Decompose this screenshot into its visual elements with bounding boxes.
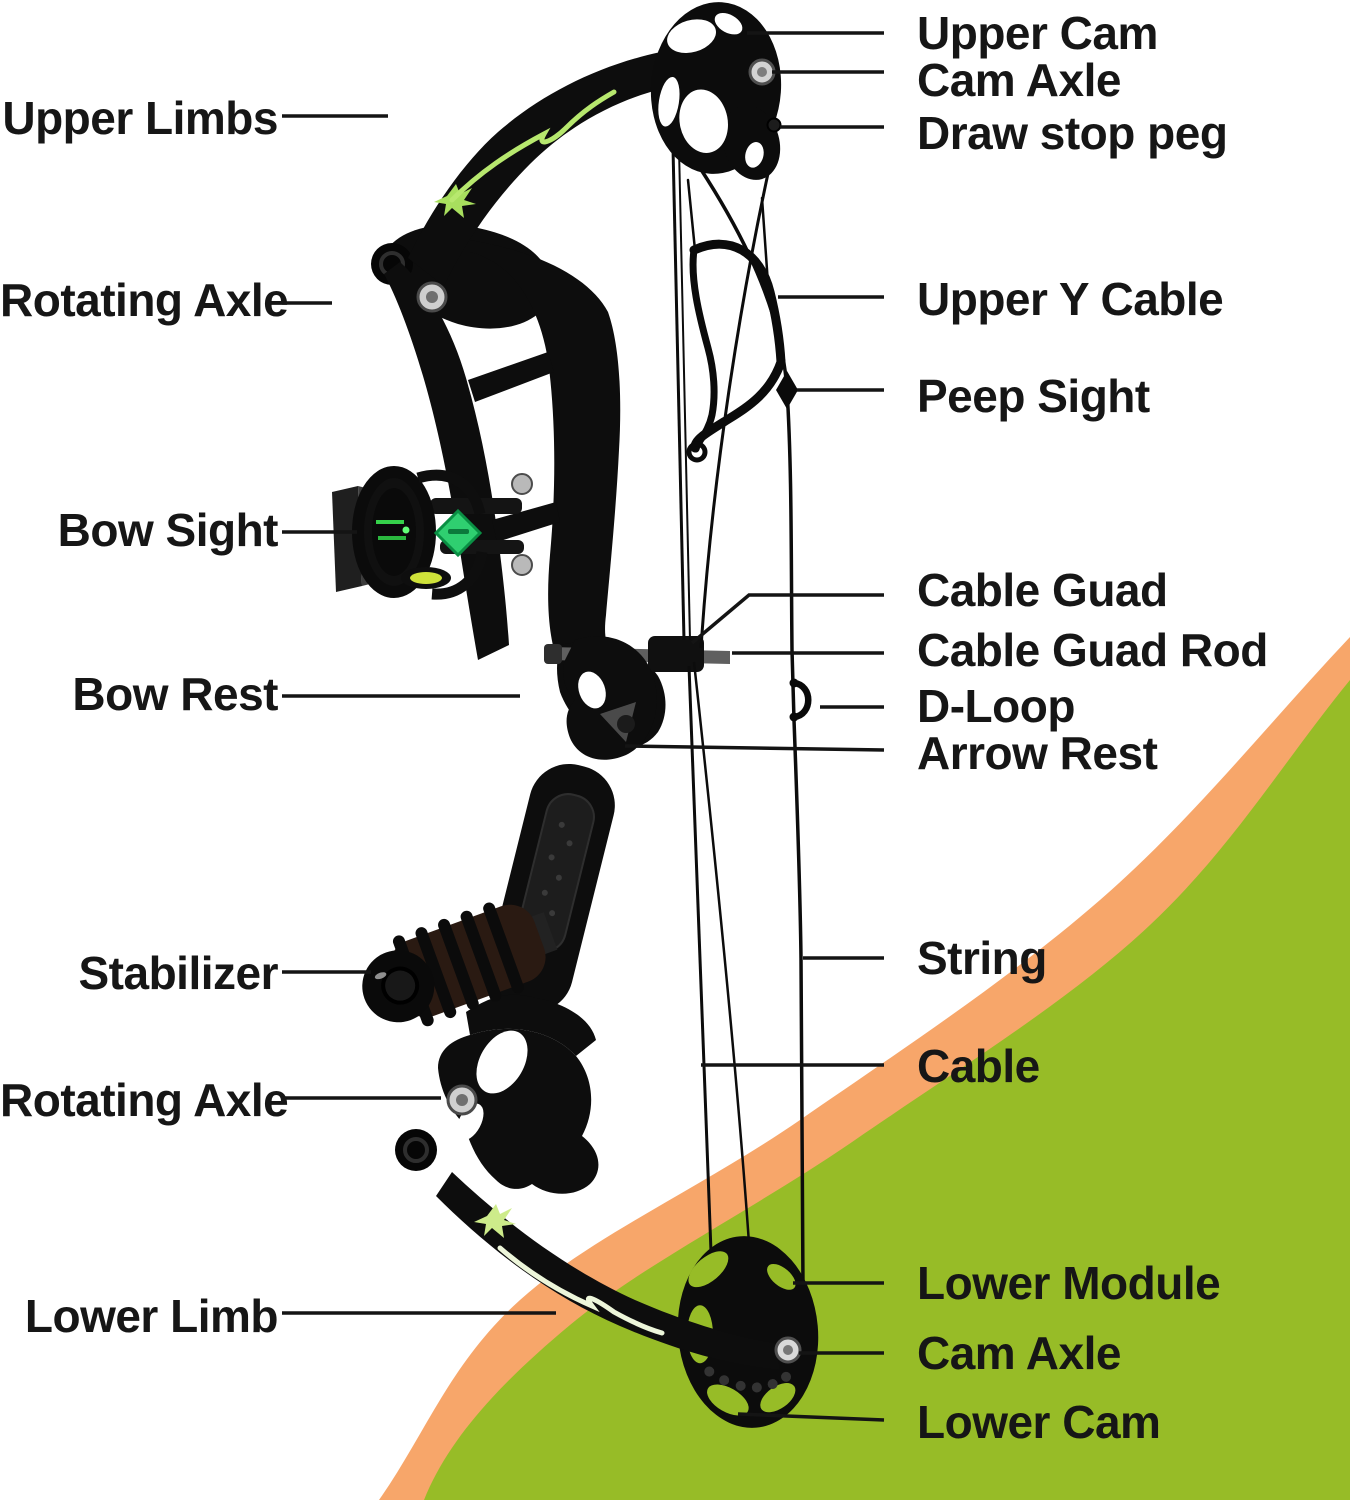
label-arrow-rest: Arrow Rest — [917, 726, 1158, 779]
lower-limb — [436, 1172, 780, 1370]
logo-script — [449, 89, 617, 203]
label-bow-sight: Bow Sight — [57, 503, 279, 556]
leader-cable-guard — [690, 593, 884, 645]
label-lower-cam: Lower Cam — [917, 1395, 1161, 1448]
upper-cam — [650, 2, 782, 180]
cable-line — [687, 665, 713, 1253]
arrow-rest — [563, 636, 657, 760]
cable-guard-rod-cap — [544, 644, 562, 664]
label-rotating-axle-upper: Rotating Axle — [0, 273, 289, 326]
riser-cross-rib — [492, 502, 560, 542]
sight-cage — [416, 469, 488, 600]
string-line — [698, 167, 805, 1288]
swoosh-green-area — [424, 680, 1350, 1500]
lower-cam-cutout — [688, 1251, 729, 1288]
lower-cam-axle-core — [783, 1345, 793, 1355]
label-string: String — [917, 931, 1047, 984]
leader-lower-cam — [737, 1412, 885, 1422]
lower-pivot-disc — [395, 1129, 437, 1171]
riser-right-beam — [470, 240, 621, 668]
stabilizer — [362, 902, 558, 1027]
lower-riser-web — [466, 994, 596, 1056]
lower-cam-cutout — [760, 1383, 796, 1413]
label-bow-rest: Bow Rest — [72, 667, 278, 720]
cable-guard-slide — [648, 636, 704, 672]
label-stabilizer: Stabilizer — [78, 946, 278, 999]
rigging — [671, 147, 805, 1288]
upper-y-cable — [686, 178, 786, 463]
d-loop-knot — [789, 678, 799, 688]
cable-end-loop — [686, 441, 708, 463]
riser-cutout — [476, 1030, 528, 1094]
leader-arrow-rest — [624, 744, 885, 752]
cable-line — [692, 661, 752, 1259]
lower-limb-logo — [474, 1204, 665, 1336]
label-cam-axle-lower: Cam Axle — [917, 1326, 1121, 1379]
cable-line — [699, 154, 774, 649]
upper-rotating-axle-core — [426, 291, 438, 303]
logo-script — [497, 1245, 665, 1336]
label-rotating-axle-lower: Rotating Axle — [0, 1073, 289, 1126]
label-upper-cam: Upper Cam — [917, 6, 1158, 59]
upper-limb-logo — [434, 89, 617, 218]
logo-splatter — [434, 184, 476, 218]
label-draw-stop-peg: Draw stop peg — [917, 106, 1228, 159]
label-d-loop: D-Loop — [917, 679, 1075, 732]
label-cam-axle-upper: Cam Axle — [917, 53, 1121, 106]
d-loop-knot — [789, 712, 799, 722]
label-cable: Cable — [917, 1039, 1040, 1092]
logo-splatter — [474, 1204, 516, 1238]
sight-mount-screw — [511, 554, 533, 576]
stabilizer-front-hole — [381, 966, 420, 1005]
lower-pivot-ring — [403, 1137, 429, 1163]
cable-line — [678, 147, 691, 641]
sight-fiber-dot — [402, 526, 410, 534]
label-cable-guard: Cable Guad — [917, 563, 1168, 616]
cable-line — [671, 147, 686, 641]
label-cable-guard-rod: Cable Guad Rod — [917, 623, 1268, 676]
upper-cam-axle-core — [757, 67, 767, 77]
riser-cross-rib — [468, 352, 554, 402]
label-upper-limbs: Upper Limbs — [2, 91, 278, 144]
lower-rotating-axle-core — [456, 1094, 468, 1106]
label-upper-y-cable: Upper Y Cable — [917, 272, 1224, 325]
label-peep-sight: Peep Sight — [917, 369, 1150, 422]
leader-lines — [282, 31, 885, 1422]
peep-sight — [776, 371, 798, 409]
bow-sight — [332, 466, 524, 600]
label-lower-limb: Lower Limb — [24, 1289, 279, 1342]
lower-module-slot — [767, 1263, 796, 1290]
d-loop — [793, 679, 812, 721]
sight-mount-screw — [511, 473, 533, 495]
draw-stop-peg — [766, 117, 782, 133]
lower-cam-chain-detail — [704, 1366, 792, 1393]
lower-cam-cutout — [707, 1384, 749, 1416]
label-lower-module: Lower Module — [917, 1256, 1221, 1309]
